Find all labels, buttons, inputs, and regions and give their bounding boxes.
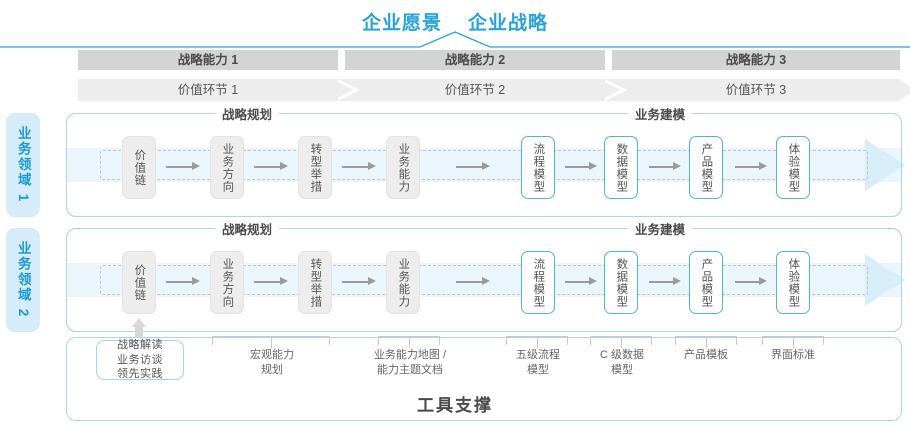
node-product-model-r2[interactable]: 产品模型	[689, 251, 723, 314]
tool-support-container	[66, 337, 902, 421]
node-data-model-r1[interactable]: 数据模型	[604, 136, 638, 199]
node-transformation-measures-r2-label: 转型举措	[309, 257, 322, 308]
value-link-band	[78, 79, 900, 101]
node-business-capability-r2-label: 业务能力	[397, 257, 410, 308]
capability-band-1: 战略能力 1	[78, 50, 338, 70]
value-link-label-box-2: 价值环节 2	[345, 79, 605, 101]
side-label-domain-2-text: 业务领域 2	[15, 241, 31, 319]
capability-band-2: 战略能力 2	[345, 50, 605, 70]
tool-support-title: 工具支撑	[417, 396, 493, 415]
node-business-direction-r1[interactable]: 业务方向	[210, 136, 244, 199]
bracket-capability-map-stem	[409, 336, 410, 348]
side-label-domain-1-text: 业务领域 1	[15, 126, 31, 204]
value-link-label-box-3: 价值环节 3	[612, 79, 900, 101]
bracket-data-model-stem	[621, 336, 622, 348]
value-band-arrow-tip	[898, 79, 910, 101]
bracket-ui-standard-stem	[793, 336, 794, 348]
node-process-model-r2-label: 流程模型	[532, 257, 545, 308]
arrow-r2-1-icon	[166, 277, 200, 286]
domain-row-1-frame	[66, 113, 902, 217]
node-transformation-measures-r2[interactable]: 转型举措	[298, 251, 332, 314]
node-business-capability-r1-label: 业务能力	[397, 142, 410, 193]
node-value-chain-r2-label: 价值链	[133, 263, 146, 302]
node-product-model-r1-label: 产品模型	[700, 142, 713, 193]
arrow-r2-5-icon	[565, 277, 597, 286]
arrow-r1-6-icon	[649, 162, 681, 171]
node-data-model-r2[interactable]: 数据模型	[604, 251, 638, 314]
arrow-r2-3-icon	[342, 277, 376, 286]
node-process-model-r1[interactable]: 流程模型	[521, 136, 555, 199]
row-1-legend-modeling: 业务建模	[628, 106, 693, 122]
arrow-r1-3-icon	[342, 162, 376, 171]
diagram-title: 企业愿景 企业战略	[0, 6, 910, 36]
title-enterprise-strategy: 企业战略	[468, 12, 549, 34]
node-data-model-r1-label: 数据模型	[615, 142, 628, 193]
bracket-macro-capability-stem	[271, 336, 272, 348]
note-data-model: C 级数据 模型	[600, 349, 644, 376]
arrow-r1-5-icon	[565, 162, 597, 171]
node-value-chain-r2[interactable]: 价值链	[122, 251, 156, 314]
capability-label-1: 战略能力 1	[177, 53, 239, 67]
arrow-r1-1-icon	[166, 162, 200, 171]
bracket-product-template-stem	[706, 336, 707, 348]
node-business-direction-r2-label: 业务方向	[221, 257, 234, 308]
row-2-legend-modeling: 业务建模	[628, 221, 693, 237]
node-business-direction-r2[interactable]: 业务方向	[210, 251, 244, 314]
node-process-model-r2[interactable]: 流程模型	[521, 251, 555, 314]
row-2-legend-planning: 战略规划	[215, 221, 280, 237]
node-product-model-r2-label: 产品模型	[700, 257, 713, 308]
title-enterprise-vision: 企业愿景	[361, 12, 442, 34]
note-product-template: 产品模板	[684, 349, 728, 361]
node-experience-model-r2-label: 体验模型	[787, 257, 800, 308]
arrow-r2-7-icon	[735, 277, 767, 286]
domain-row-2-frame	[66, 228, 902, 332]
node-data-model-r2-label: 数据模型	[615, 257, 628, 308]
note-capability-map: 业务能力地图 / 能力主题文档	[373, 349, 447, 376]
arrow-r2-4-icon	[456, 277, 490, 286]
node-transformation-measures-r1-label: 转型举措	[309, 142, 322, 193]
node-process-model-r1-label: 流程模型	[532, 142, 545, 193]
bracket-process-model-stem	[537, 336, 538, 348]
arrow-r1-4-icon	[456, 162, 490, 171]
note-macro-capability: 宏观能力 规划	[250, 349, 294, 376]
side-label-domain-2: 业务领域 2	[6, 228, 40, 332]
node-value-chain-r1[interactable]: 价值链	[122, 136, 156, 199]
capability-label-3: 战略能力 3	[725, 53, 787, 67]
note-process-model: 五级流程 模型	[516, 349, 560, 376]
tool-input-arrow-stem	[135, 326, 143, 338]
node-business-capability-r1[interactable]: 业务能力	[386, 136, 420, 199]
capability-label-2: 战略能力 2	[444, 53, 506, 67]
value-link-label-2: 价值环节 2	[444, 83, 506, 97]
node-business-capability-r2[interactable]: 业务能力	[386, 251, 420, 314]
node-experience-model-r1-label: 体验模型	[787, 142, 800, 193]
node-business-direction-r1-label: 业务方向	[221, 142, 234, 193]
node-product-model-r1[interactable]: 产品模型	[689, 136, 723, 199]
row-2-dashed-track	[100, 265, 868, 295]
arrow-r2-2-icon	[254, 277, 288, 286]
row-1-dashed-track	[100, 150, 868, 180]
arrow-r1-7-icon	[735, 162, 767, 171]
node-experience-model-r1[interactable]: 体验模型	[776, 136, 810, 199]
title-chevron-icon	[0, 31, 910, 48]
node-experience-model-r2[interactable]: 体验模型	[776, 251, 810, 314]
value-link-label-1: 价值环节 1	[177, 83, 239, 97]
arrow-r1-2-icon	[254, 162, 288, 171]
note-strategy-inputs: 战略解读 业务访谈 领先实践	[96, 339, 184, 380]
note-ui-standard: 界面标准	[771, 349, 815, 361]
side-label-domain-1: 业务领域 1	[6, 113, 40, 217]
node-value-chain-r1-label: 价值链	[133, 148, 146, 187]
row-1-legend-planning: 战略规划	[215, 106, 280, 122]
value-link-label-3: 价值环节 3	[725, 83, 787, 97]
tool-input-arrow-icon	[132, 318, 146, 327]
value-link-label-box-1: 价值环节 1	[78, 79, 338, 101]
arrow-r2-6-icon	[649, 277, 681, 286]
capability-band-3: 战略能力 3	[612, 50, 900, 70]
node-transformation-measures-r1[interactable]: 转型举措	[298, 136, 332, 199]
